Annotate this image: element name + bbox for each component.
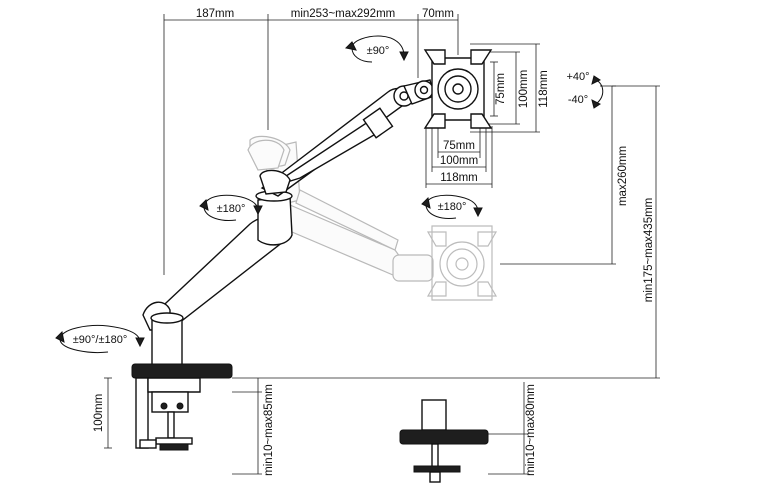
label-clamp-range: min10~max85mm — [263, 384, 275, 476]
label-75-vertical: 75mm — [495, 73, 507, 105]
label-clamp-100: 100mm — [93, 394, 105, 432]
label-swivel-head: ±180° — [438, 201, 467, 213]
label-118-vertical: 118mm — [538, 70, 550, 108]
swivel-base-badge — [55, 325, 145, 353]
label-reach: min253~max292mm — [291, 8, 396, 20]
main-arm — [142, 79, 435, 331]
ghost-vesa-plate — [426, 225, 498, 301]
label-70: 70mm — [422, 8, 454, 20]
vesa-plate — [423, 49, 493, 129]
swivel-elbow-badge — [199, 194, 263, 221]
label-max260: max260mm — [617, 146, 629, 206]
grommet-mount — [399, 399, 489, 483]
label-100-horizontal: 100mm — [440, 155, 478, 167]
label-tilt-top: +40° — [566, 71, 589, 83]
label-118-horizontal: 118mm — [440, 172, 478, 184]
label-187: 187mm — [196, 8, 234, 20]
label-height-range: min175~max435mm — [643, 198, 655, 303]
label-swivel-base: ±90°/±180° — [73, 334, 128, 346]
label-swivel-elbow: ±180° — [217, 203, 246, 215]
label-grommet-range: min10~max80mm — [525, 384, 537, 476]
label-75-horizontal: 75mm — [443, 140, 475, 152]
label-tilt-bottom: -40° — [568, 94, 588, 106]
label-100-vertical: 100mm — [518, 70, 530, 108]
swivel-head-badge — [421, 194, 483, 219]
rotation-labels: +40° -40° ±90° ±180° ±180° ±90°/±180° — [73, 45, 590, 346]
tilt-badge — [591, 75, 604, 109]
label-rotate-head: ±90° — [367, 45, 390, 57]
base-and-clamp — [131, 312, 233, 451]
dimension-labels: 187mm min253~max292mm 70mm 75mm 100mm 11… — [93, 8, 655, 476]
rotate-head-badge — [344, 35, 409, 63]
rotation-badges — [55, 35, 604, 353]
